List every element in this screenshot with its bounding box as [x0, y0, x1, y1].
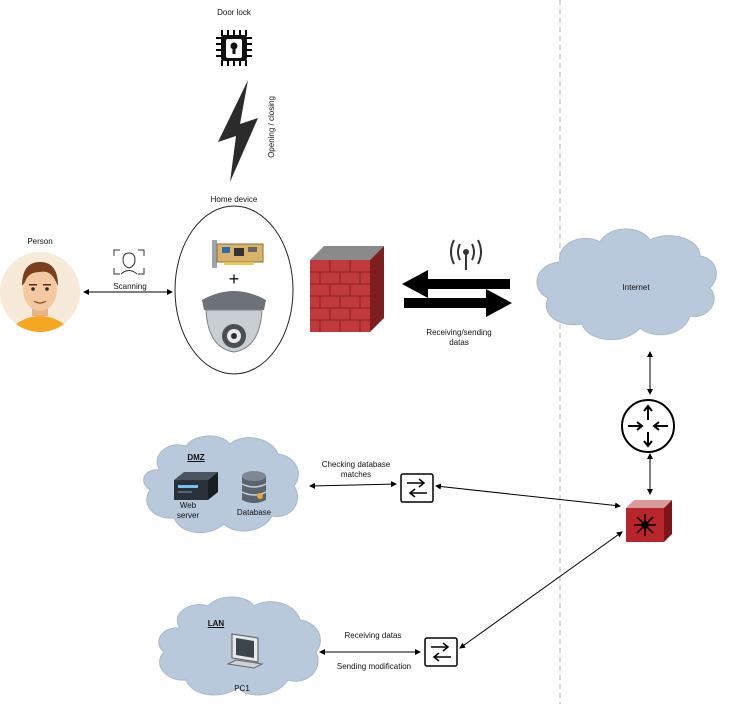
internet-cloud: [536, 228, 717, 341]
core-switch-icon: [626, 500, 672, 542]
dmz-label: DMZ: [187, 453, 205, 462]
dmz-switch-link: [309, 481, 397, 489]
receiving-datas-label: Receiving datas: [344, 631, 402, 640]
pc-icon: [226, 633, 264, 669]
database-label: Database: [236, 508, 272, 517]
send-arrow: [404, 289, 512, 317]
web-label: Web: [179, 501, 197, 510]
person-avatar-icon: [0, 252, 80, 332]
home-device-boundary: [174, 205, 294, 375]
firewall-icon: [310, 246, 384, 332]
receiving-sending-label: Receiving/sending: [426, 328, 492, 337]
home-device-label: Home device: [210, 195, 258, 204]
lan-label: LAN: [207, 619, 225, 628]
lightning-icon: [218, 80, 258, 182]
plus-sign: +: [229, 269, 240, 289]
datas-label: datas: [449, 338, 469, 347]
internet-label: Internet: [622, 283, 650, 292]
server-label: server: [176, 511, 200, 520]
switch-icon: [424, 637, 458, 667]
door-lock-label: Door lock: [217, 8, 251, 17]
switch-core-link: [435, 483, 621, 509]
scanning-label: Scanning: [113, 282, 147, 291]
pc1-label: PC1: [234, 684, 250, 693]
checking-database-label: Checking database: [321, 460, 391, 469]
sending-modification-label: Sending modification: [336, 662, 412, 671]
switch-icon: [400, 473, 434, 503]
chip-lock-icon: [216, 30, 252, 66]
dome-camera-icon: [202, 291, 266, 353]
server-icon: [174, 472, 218, 500]
wireless-icon: [450, 239, 482, 270]
receive-arrow: [402, 270, 510, 298]
router-icon: [621, 399, 675, 453]
person-label: Person: [27, 237, 53, 246]
face-scan-icon: [113, 249, 145, 275]
database-icon: [241, 471, 267, 503]
dmz-cloud: [143, 435, 299, 534]
opening-closing-label: Opening / closing: [267, 96, 276, 158]
circuit-board-icon: [212, 240, 264, 268]
matches-label: matches: [340, 470, 372, 479]
lan-core-link: [459, 531, 623, 649]
